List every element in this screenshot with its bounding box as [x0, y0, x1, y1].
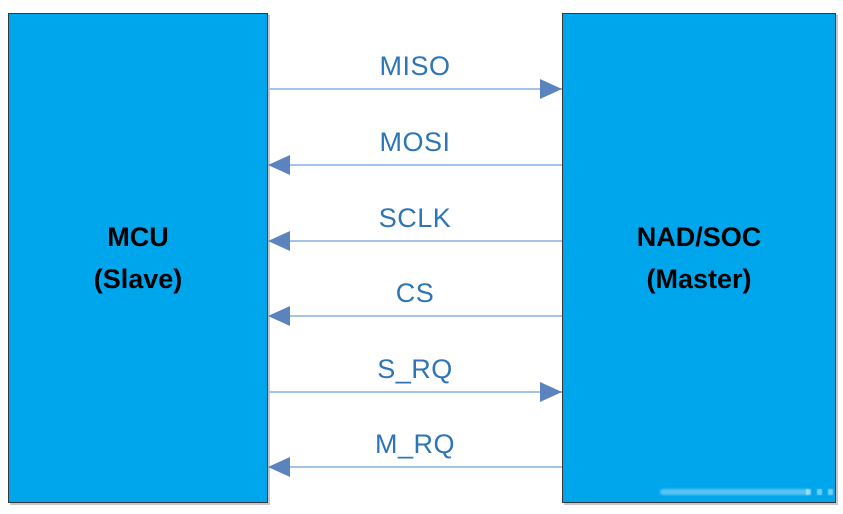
signal-label: SCLK — [378, 203, 452, 233]
signal-label: MISO — [379, 51, 451, 81]
node-box-nad-soc: NAD/SOC (Master) — [562, 13, 836, 503]
node-title-nad-soc: NAD/SOC — [636, 222, 762, 252]
signal-line — [268, 88, 562, 90]
signal-miso: MISO — [268, 50, 562, 99]
signal-label: MOSI — [379, 127, 451, 157]
signal-mosi: MOSI — [268, 126, 562, 175]
arrowhead-icon — [268, 457, 290, 477]
node-title-mcu: MCU — [107, 222, 169, 252]
watermark-smudge — [660, 489, 810, 495]
signal-line — [268, 164, 562, 166]
node-subtitle-mcu: (Slave) — [93, 264, 183, 294]
signal-line — [268, 315, 562, 317]
signal-m-rq: M_RQ — [268, 428, 562, 477]
arrowhead-icon — [268, 155, 290, 175]
signal-label: M_RQ — [374, 429, 455, 459]
arrowhead-icon — [268, 231, 290, 251]
arrowhead-icon — [268, 306, 290, 326]
signal-s-rq: S_RQ — [268, 353, 562, 402]
arrowhead-icon — [540, 382, 562, 402]
signal-cs: CS — [268, 277, 562, 326]
arrowhead-icon — [540, 79, 562, 99]
signal-sclk: SCLK — [268, 202, 562, 251]
node-subtitle-nad-soc: (Master) — [646, 264, 752, 294]
signal-label: CS — [395, 278, 435, 308]
signal-line — [268, 240, 562, 242]
signal-label: S_RQ — [377, 354, 453, 384]
signal-line — [268, 466, 562, 468]
node-box-mcu: MCU (Slave) — [8, 13, 268, 503]
signal-line — [268, 391, 562, 393]
watermark-dots — [806, 489, 834, 495]
